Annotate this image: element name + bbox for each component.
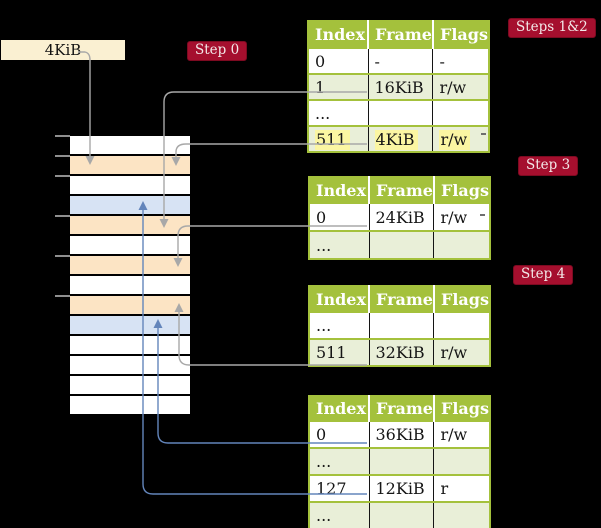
table-cell: 1 bbox=[308, 73, 368, 100]
table-cell: ... bbox=[308, 99, 368, 126]
table-cell: 0 bbox=[309, 420, 369, 448]
memory-row-empty bbox=[70, 376, 190, 396]
memory-tick bbox=[55, 255, 70, 257]
memory-row-empty bbox=[70, 356, 190, 376]
memory-row-page-table bbox=[70, 156, 190, 176]
table-cell bbox=[368, 447, 434, 475]
table-cell: r/w bbox=[433, 338, 490, 366]
memory-tick bbox=[55, 295, 70, 297]
memory-row-page-table bbox=[70, 296, 190, 316]
table-cell bbox=[433, 501, 490, 528]
table-row: ... bbox=[309, 501, 490, 528]
column-header-frame: Frame bbox=[368, 396, 434, 421]
step-badge-1-2: Steps 1&2 bbox=[508, 18, 596, 38]
table-cell: ... bbox=[309, 230, 369, 259]
memory-tick bbox=[55, 215, 70, 217]
table-cell bbox=[367, 99, 433, 126]
column-header-frame: Frame bbox=[367, 21, 433, 48]
column-header-index: Index bbox=[309, 177, 369, 203]
table-cell bbox=[433, 311, 490, 339]
table-cell: ... bbox=[309, 447, 369, 475]
table-row: ... bbox=[309, 230, 490, 259]
memory-row-empty bbox=[70, 336, 190, 356]
table-cell bbox=[433, 230, 490, 259]
table-row: ... bbox=[309, 311, 490, 339]
column-header-frame: Frame bbox=[368, 286, 434, 312]
table-row: ... bbox=[309, 447, 490, 475]
memory-row-frame bbox=[70, 196, 190, 216]
table-cell bbox=[368, 230, 434, 259]
table-cell: 24KiB bbox=[368, 202, 434, 231]
highlighted-value: 511 bbox=[315, 129, 350, 150]
memory-tick bbox=[55, 155, 70, 157]
table-cell: 0 bbox=[309, 202, 369, 231]
memory-row-empty bbox=[70, 236, 190, 256]
memory-row-empty bbox=[70, 396, 190, 416]
table-cell: 16KiB bbox=[367, 73, 433, 100]
table-cell: r/w bbox=[432, 125, 489, 152]
step-badge-0: Step 0 bbox=[187, 41, 248, 61]
table-cell: 12KiB bbox=[368, 474, 434, 502]
highlighted-value: r/w bbox=[439, 129, 471, 150]
table-cell: 32KiB bbox=[368, 338, 434, 366]
highlighted-value: 4KiB bbox=[374, 129, 418, 150]
table-row: 511 4KiB r/w bbox=[308, 125, 489, 152]
memory-row-empty bbox=[70, 136, 190, 156]
table-cell: - bbox=[432, 47, 489, 74]
memory-row-empty bbox=[70, 176, 190, 196]
table-cell: ... bbox=[309, 311, 369, 339]
table-cell: 0 bbox=[308, 47, 368, 74]
column-header-index: Index bbox=[308, 21, 368, 48]
memory-tick bbox=[55, 175, 70, 177]
memory-row-page-table bbox=[70, 256, 190, 276]
memory-row-frame bbox=[70, 316, 190, 336]
memory-row-empty bbox=[70, 276, 190, 296]
table-cell: 36KiB bbox=[368, 420, 434, 448]
physical-memory-column bbox=[70, 136, 190, 416]
table-cell: r/w bbox=[432, 73, 489, 100]
table-cell bbox=[433, 447, 490, 475]
table-cell: 511 bbox=[309, 338, 369, 366]
table-cell: - bbox=[367, 47, 433, 74]
table-cell: 127 bbox=[309, 474, 369, 502]
table-cell: 4KiB bbox=[367, 125, 433, 152]
table-cell: ... bbox=[309, 501, 369, 528]
column-header-flags: Flags bbox=[432, 396, 490, 421]
step-badge-3: Step 3 bbox=[518, 156, 579, 176]
column-header-flags: Flags bbox=[431, 21, 489, 48]
frame-size-box: 4KiB bbox=[1, 40, 125, 60]
table-cell: r/w bbox=[433, 202, 490, 231]
step-badge-4: Step 4 bbox=[513, 265, 574, 285]
table-cell bbox=[432, 99, 489, 126]
table-cell: r bbox=[433, 474, 490, 502]
memory-tick bbox=[55, 135, 70, 137]
table-row: ... bbox=[308, 99, 489, 126]
table-cell bbox=[368, 501, 434, 528]
table-cell: r/w bbox=[433, 420, 490, 448]
column-header-index: Index bbox=[309, 396, 369, 421]
table-row: 0-- bbox=[308, 47, 489, 74]
memory-row-page-table bbox=[70, 216, 190, 236]
table-cell: 511 bbox=[308, 125, 368, 152]
column-header-flags: Flags bbox=[432, 286, 490, 312]
table-cell bbox=[368, 311, 434, 339]
column-header-index: Index bbox=[309, 286, 369, 312]
column-header-frame: Frame bbox=[368, 177, 434, 203]
column-header-flags: Flags bbox=[432, 177, 490, 203]
